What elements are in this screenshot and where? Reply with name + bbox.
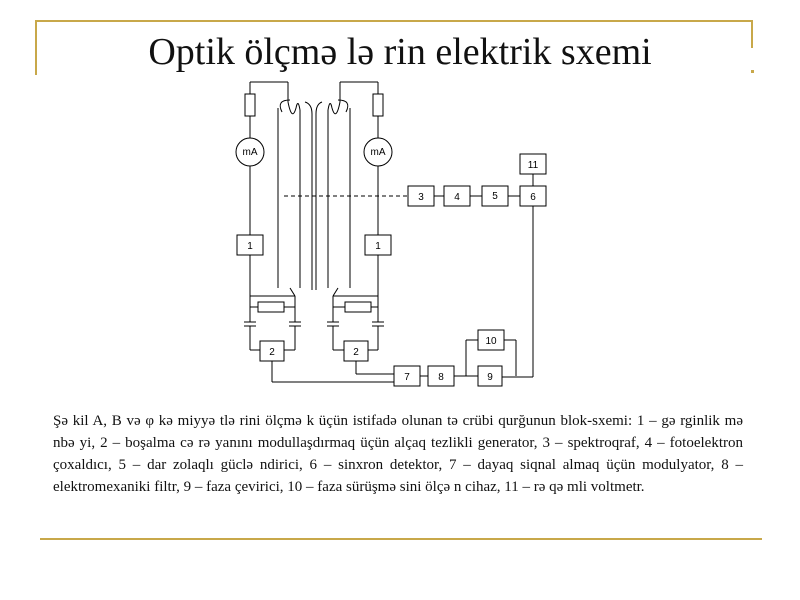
resistor-top-left [244, 93, 256, 117]
frame-bottom-line [40, 538, 762, 540]
lamp-filament-left [287, 101, 301, 115]
frame-corner-dot [751, 70, 754, 73]
box-6-label: 6 [530, 192, 536, 203]
box-7-label: 7 [404, 372, 410, 383]
box-4-label: 4 [454, 192, 460, 203]
box-9 [477, 365, 503, 387]
box-5-label: 5 [492, 191, 498, 202]
resistor-bottom-left [257, 301, 285, 313]
lamp-filament-right [327, 101, 341, 115]
box-1-left-label: 1 [247, 241, 253, 252]
frame-right-line [751, 20, 753, 48]
box-1-right-label: 1 [375, 241, 381, 252]
frame-left-line [35, 20, 37, 75]
box-9-label: 9 [487, 372, 493, 383]
page-title: Optik ölçmə lə rin elektrik sxemi [148, 31, 652, 73]
box-2-right-label: 2 [353, 347, 359, 358]
meter-right-label: mA [371, 147, 386, 158]
resistor-top-right [372, 93, 384, 117]
box-8-label: 8 [438, 372, 444, 383]
frame-top-line [35, 20, 753, 22]
box-3-label: 3 [418, 192, 424, 203]
figure-caption: Şə kil A, B və φ kə miyyə tlə rini ölçmə… [53, 413, 743, 495]
box-2-left-label: 2 [269, 347, 275, 358]
resistor-bottom-right [344, 301, 372, 313]
box-11-label: 11 [528, 160, 539, 171]
box-10-label: 10 [485, 336, 497, 347]
meter-left-label: mA [243, 147, 258, 158]
